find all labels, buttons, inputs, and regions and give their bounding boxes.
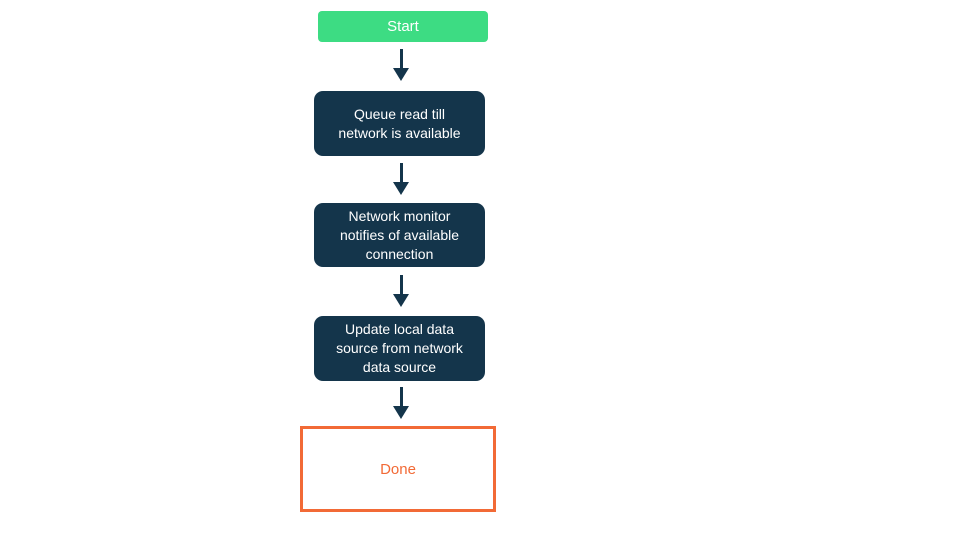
- done-node-label: Done: [380, 460, 416, 478]
- flow-node-network-monitor: Network monitor notifies of available co…: [314, 203, 485, 267]
- arrow-stem: [399, 387, 403, 406]
- arrow-head: [393, 406, 409, 419]
- update-data-node-label: Update local data source from network da…: [336, 321, 463, 375]
- down-arrow-icon: [393, 275, 409, 307]
- flow-node-update-data: Update local data source from network da…: [314, 316, 485, 381]
- arrow-stem: [399, 163, 403, 182]
- flow-node-start: Start: [318, 11, 488, 42]
- flow-node-done: Done: [300, 426, 496, 512]
- arrow-head: [393, 294, 409, 307]
- down-arrow-icon: [393, 49, 409, 81]
- queue-read-node-label: Queue read till network is available: [338, 105, 461, 141]
- arrow-stem: [399, 275, 403, 294]
- arrow-head: [393, 182, 409, 195]
- down-arrow-icon: [393, 163, 409, 195]
- arrow-stem: [399, 49, 403, 68]
- arrow-head: [393, 68, 409, 81]
- start-node-label: Start: [387, 18, 419, 35]
- flow-node-queue-read: Queue read till network is available: [314, 91, 485, 156]
- network-monitor-node-label: Network monitor notifies of available co…: [339, 207, 460, 262]
- down-arrow-icon: [393, 387, 409, 419]
